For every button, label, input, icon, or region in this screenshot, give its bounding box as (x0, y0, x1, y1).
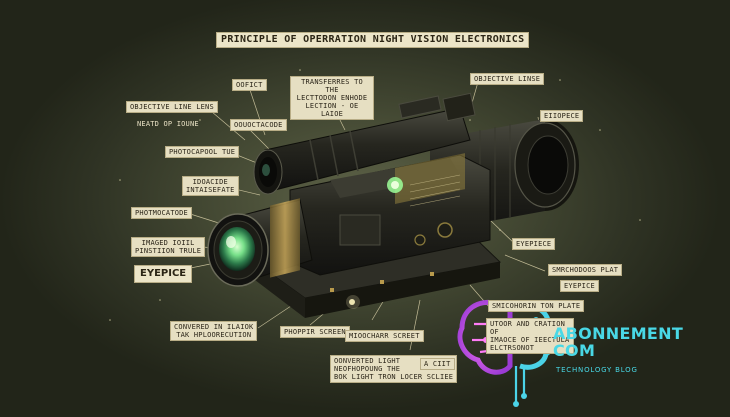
housing-body (289, 153, 491, 276)
label-objective-linse: OBJECTIVE LINSE (470, 73, 545, 85)
label-miooocharr-screet: MIOOCHARR SCREET (345, 330, 424, 342)
label-imaged: IMAGED IOIIL PINSTIION TRULE (131, 237, 206, 257)
label-eyepiece-right: EYEPIECE (512, 238, 556, 250)
brand-name[interactable]: ABONNEMENT COM (553, 324, 684, 360)
label-eyepice-left: EYEPICE (134, 265, 193, 283)
label-utoor: UTOOR AND CRATION OF IMAOCE OF IEECTULA … (486, 318, 574, 354)
label-idoacide: IDOACIDE INTAISEFATE (182, 176, 239, 196)
label-oouoctacode: OOUOCTACODE (230, 119, 287, 131)
label-convered: CONVERED IN ILAIOK TAK HPLOORECUTION (170, 321, 258, 341)
label-a-ciit: A CIIT (420, 358, 455, 370)
page-title: PRINCIPLE OF OPERRATION NIGHT VISION ELE… (216, 32, 530, 48)
label-oofict: OOFICT (232, 79, 267, 91)
label-smrchodoos: SMRCHODOOS PLAT (548, 264, 623, 276)
label-objective-line-lens: OBJECTIVE LINE LENS (126, 101, 218, 113)
label-smicohorin: SMICOHORIN TON PLATE (488, 300, 585, 312)
front-objective (207, 198, 313, 287)
label-eyepice-right: EYEPICE (560, 280, 599, 292)
upper-tube (253, 92, 476, 195)
label-phoppir-screen: PHOPPIR SCREEN (280, 326, 350, 338)
brand-tagline: TECHNOLOGY BLOG (556, 366, 638, 374)
label-eiiopece: EIIOPECE (540, 110, 584, 122)
label-neatd: NEATD OP IOUNE (137, 120, 199, 128)
label-transferres: TRANSFERRES TO THE LECTTODON ENHODE LECT… (290, 76, 374, 120)
label-photmocatode: PHOTMOCATODE (131, 207, 192, 219)
label-photocapool-tue: PHOTOCAPOOL TUE (165, 146, 240, 158)
